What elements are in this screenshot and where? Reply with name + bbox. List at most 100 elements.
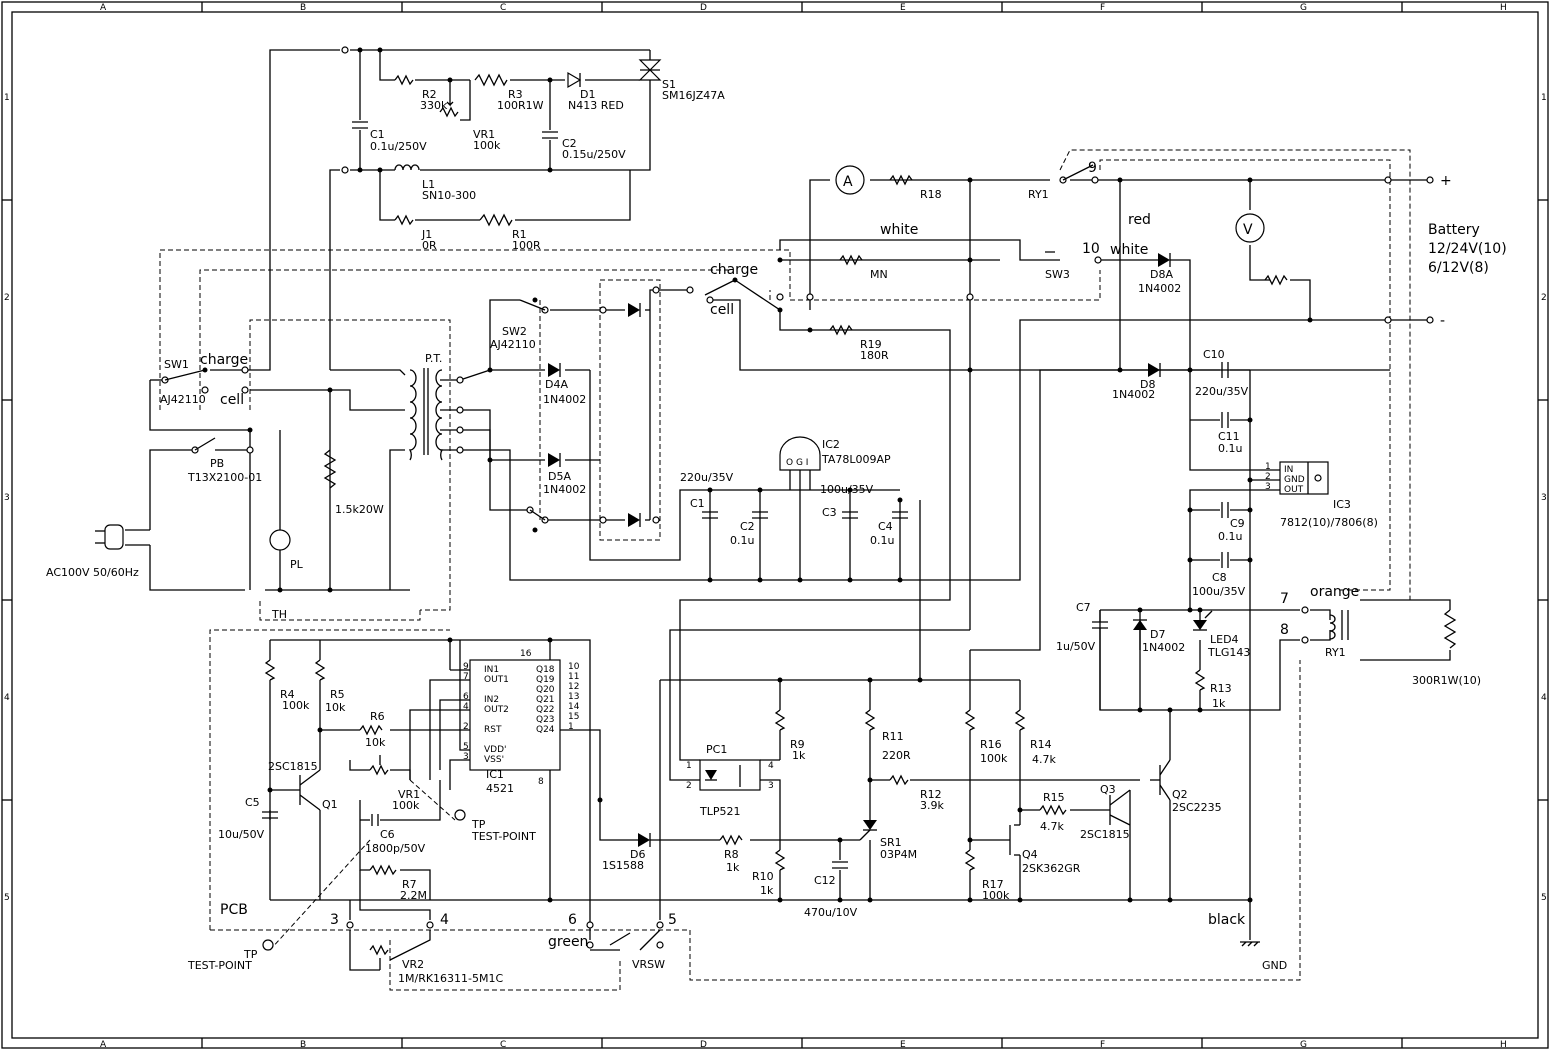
label-r9: R9 xyxy=(790,738,805,751)
label-r18: R18 xyxy=(920,188,942,201)
label-r1-v: 100R xyxy=(512,239,541,252)
label-c100: 100u/35V xyxy=(820,483,874,496)
label-r7-v: 2.2M xyxy=(400,889,427,902)
resistor-r12 xyxy=(889,774,909,786)
frame-col-c: C xyxy=(500,3,506,13)
label-ic3-in: IN xyxy=(1284,465,1293,475)
resistor-r9 xyxy=(774,709,786,731)
component-symbols xyxy=(164,73,1457,970)
frame-col-b-bottom: B xyxy=(300,1040,306,1050)
frame-col-f-bottom: F xyxy=(1100,1040,1105,1050)
label-ac: AC100V 50/60Hz xyxy=(46,566,139,579)
label-r2-v: 330k xyxy=(420,99,448,112)
label-led4: LED4 xyxy=(1210,633,1239,646)
resistor-r6 xyxy=(359,724,383,736)
optocoupler-pc1 xyxy=(699,759,761,791)
sw2-lever-top xyxy=(519,299,546,311)
frame-row-3: 3 xyxy=(4,493,10,503)
label-q4-v: 2SK362GR xyxy=(1022,862,1081,875)
ac-plug-icon xyxy=(95,524,124,550)
label-q4: Q4 xyxy=(1022,848,1038,861)
label-vr1-v: 100k xyxy=(392,799,420,812)
label-sr1-v: 03P4M xyxy=(880,848,917,861)
resistor-r19 xyxy=(829,324,853,336)
label-r3-v: 100R1W xyxy=(497,99,544,112)
ry1-contact xyxy=(1062,164,1094,181)
voltmeter-label: V xyxy=(1243,222,1253,238)
label-sw2-part: AJ42110 xyxy=(490,338,536,351)
label-tp2-v: TEST-POINT xyxy=(187,959,252,972)
cap-c2-top xyxy=(542,131,558,139)
label-c5-v: 10u/50V xyxy=(218,828,265,841)
diode-d4a xyxy=(548,363,561,377)
label-tp1: TP xyxy=(471,818,486,831)
label-r7: R7 xyxy=(402,878,417,891)
label-c6: C6 xyxy=(380,828,395,841)
label-r14-v: 4.7k xyxy=(1032,753,1056,766)
label-r4: R4 xyxy=(280,688,295,701)
label-d7-v: 1N4002 xyxy=(1142,641,1185,654)
frame-col-e: E xyxy=(900,3,906,13)
label-c7: C7 xyxy=(1076,601,1091,614)
label-pc1-pin1: 1 xyxy=(686,761,692,771)
label-c2-v: 0.1u xyxy=(730,534,754,547)
label-ic2: IC2 xyxy=(822,438,840,451)
resistor-1k5 xyxy=(323,449,337,489)
label-r14: R14 xyxy=(1030,738,1052,751)
label-r15: R15 xyxy=(1043,791,1065,804)
label-gnd: GND xyxy=(1262,959,1287,972)
diode-d1 xyxy=(567,71,582,89)
frame-row-4-right: 4 xyxy=(1541,693,1547,703)
label-battery-v2: 6/12V(8) xyxy=(1428,260,1489,276)
label-ic1-out1: OUT1 xyxy=(484,675,509,685)
label-ic1-q22: Q22 xyxy=(536,705,555,715)
label-n5: 5 xyxy=(668,912,677,928)
label-battery-v1: 12/24V(10) xyxy=(1428,241,1507,257)
diodes xyxy=(548,59,1213,847)
cap-c9 xyxy=(1221,502,1229,518)
label-r5: R5 xyxy=(330,688,345,701)
resistor-r11 xyxy=(864,709,876,731)
label-r9-v: 1k xyxy=(792,749,806,762)
label-j1-v: 0R xyxy=(422,239,437,252)
label-ic3-gnd: GND xyxy=(1284,475,1305,485)
label-charge2: charge xyxy=(710,262,758,278)
label-r8-v: 1k xyxy=(726,861,740,874)
label-d5a: D5A xyxy=(548,470,571,483)
label-ic2-v: TA78L009AP xyxy=(821,453,891,466)
label-pc1-pin4: 4 xyxy=(768,761,774,771)
label-minus: - xyxy=(1440,313,1445,329)
ammeter-icon: A xyxy=(835,165,865,195)
frame-col-f: F xyxy=(1100,3,1105,13)
label-r11: R11 xyxy=(882,730,904,743)
diode-d6 xyxy=(638,833,651,847)
diode-d5a xyxy=(548,453,561,467)
label-sw2: SW2 xyxy=(502,325,527,338)
label-d8a: D8A xyxy=(1150,268,1173,281)
sw2-lever-bottom xyxy=(529,509,546,521)
diode-d8 xyxy=(1148,363,1161,377)
label-c1-top: C1 xyxy=(370,128,385,141)
label-pc1: PC1 xyxy=(706,743,727,756)
label-r13: R13 xyxy=(1210,682,1232,695)
label-ic3-v: 7812(10)/7806(8) xyxy=(1280,516,1378,529)
text-labels: SW1 charge AJ42110 cell PB T13X2100-01 A… xyxy=(46,78,1507,985)
frame-row-1-right: 1 xyxy=(1541,93,1547,103)
junction-dots xyxy=(202,47,1313,903)
label-pin9: 9 xyxy=(463,662,469,672)
label-cell2: cell xyxy=(710,302,734,318)
label-ic3: IC3 xyxy=(1333,498,1351,511)
label-n7: 7 xyxy=(1280,591,1289,607)
voltmeter-icon: V xyxy=(1235,213,1265,243)
label-r13-v: 1k xyxy=(1212,697,1226,710)
frame-row-2-right: 2 xyxy=(1541,293,1547,303)
label-ic1-v: 4521 xyxy=(486,782,514,795)
label-pc1-pin2: 2 xyxy=(686,781,692,791)
label-pin5: 5 xyxy=(463,742,469,752)
label-vr1-top-v: 100k xyxy=(473,139,501,152)
label-c10: C10 xyxy=(1203,348,1225,361)
label-s1: S1 xyxy=(662,78,676,91)
label-sw3: SW3 xyxy=(1045,268,1070,281)
